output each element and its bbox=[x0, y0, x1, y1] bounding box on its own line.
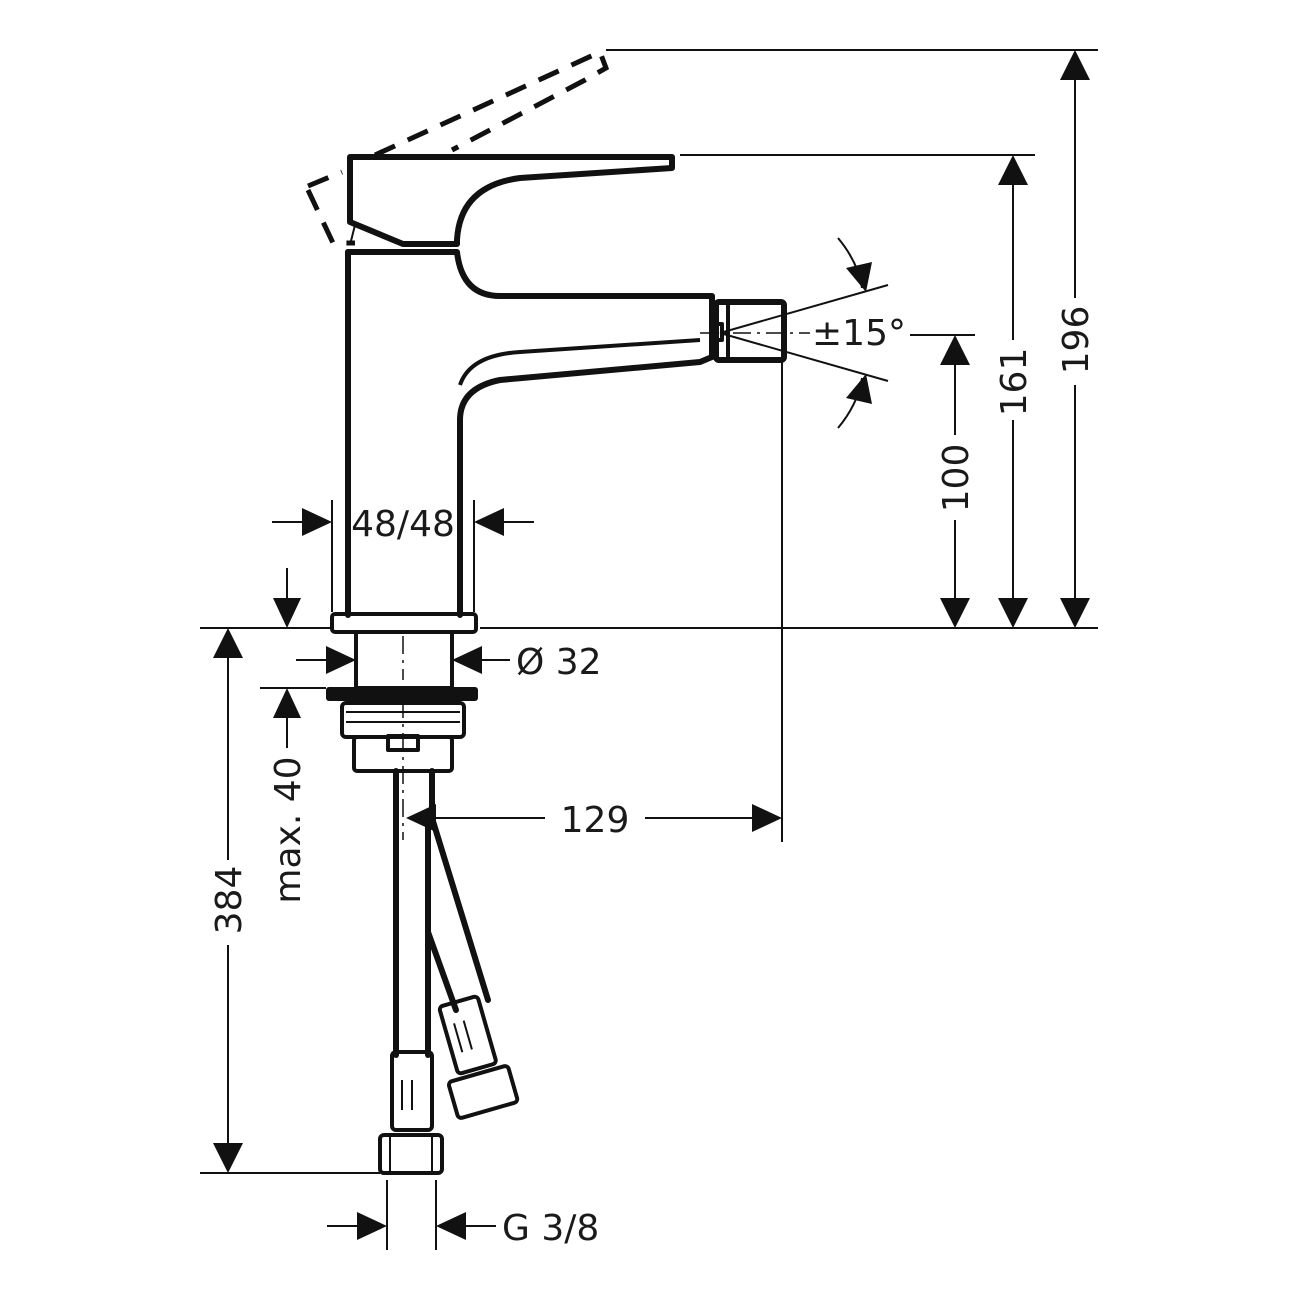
svg-text:384: 384 bbox=[209, 866, 250, 935]
svg-text:G 3/8: G 3/8 bbox=[502, 1208, 599, 1249]
lever-handle bbox=[347, 154, 675, 247]
svg-text:max. 40: max. 40 bbox=[268, 756, 309, 903]
dim-hose-length: 384 bbox=[200, 628, 380, 1174]
dim-shank-diameter: Ø 32 bbox=[296, 642, 602, 683]
angle-indicator: ±15° bbox=[700, 237, 975, 429]
svg-text:100: 100 bbox=[936, 444, 977, 513]
svg-text:Ø 32: Ø 32 bbox=[516, 642, 602, 683]
dim-spout-height: 100 bbox=[936, 335, 977, 628]
mixer-body bbox=[345, 249, 787, 618]
svg-text:161: 161 bbox=[994, 348, 1035, 417]
dim-spout-reach: 129 bbox=[406, 362, 783, 842]
mixer-base bbox=[326, 612, 478, 840]
svg-text:48/48: 48/48 bbox=[351, 504, 455, 545]
dim-connection-thread: G 3/8 bbox=[327, 1180, 599, 1250]
svg-text:129: 129 bbox=[561, 800, 630, 841]
supply-hoses bbox=[378, 768, 520, 1175]
dim-lever-height: 161 bbox=[994, 155, 1035, 628]
angle-label: ±15° bbox=[812, 313, 906, 354]
lever-open-position-dashed bbox=[305, 48, 610, 246]
dim-max-deck-thickness: max. 40 bbox=[260, 568, 326, 904]
dim-total-height: 196 bbox=[1056, 50, 1097, 628]
svg-text:196: 196 bbox=[1056, 306, 1097, 375]
dim-body-width: 48/48 bbox=[272, 500, 534, 612]
